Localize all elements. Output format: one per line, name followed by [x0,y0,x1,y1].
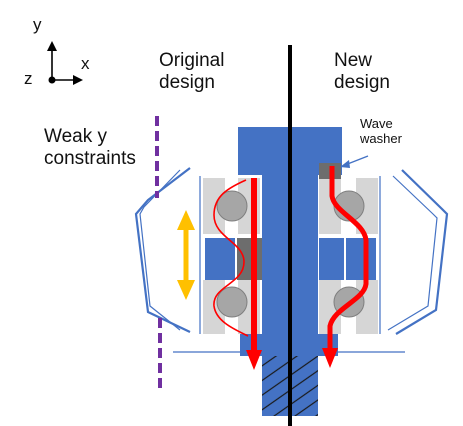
y-arrowhead [47,41,57,51]
right-outer-race-upper [356,178,378,234]
right-outer-spacer [346,238,376,280]
left-outer-race-upper [203,178,225,234]
z-axis-dot [48,76,56,84]
right-inner-spacer [319,238,344,280]
new-load-path [322,166,369,368]
left-housing [134,167,201,334]
z-axis-label: z [24,69,33,88]
y-axis-label: y [33,15,42,34]
coordinate-axes [47,41,83,85]
new-design-label: New design [334,50,390,93]
left-outer-spacer [205,238,235,280]
right-housing [379,169,449,335]
weak-y-constraints-label: Weak y constraints [44,126,136,169]
wave-washer-pointer [340,155,369,168]
left-ball-lower [216,286,248,318]
play-double-arrow [177,210,195,300]
right-inner-race-lower [319,280,341,334]
x-arrowhead [73,75,83,85]
left-ball-upper [216,190,248,222]
original-design-label: Original design [159,50,225,93]
wave-washer-label: Wave washer [360,116,402,146]
x-axis-label: x [81,54,90,73]
right-bearing-stack [319,163,378,334]
right-inner-race-upper [319,178,341,234]
original-load-path [213,178,262,370]
